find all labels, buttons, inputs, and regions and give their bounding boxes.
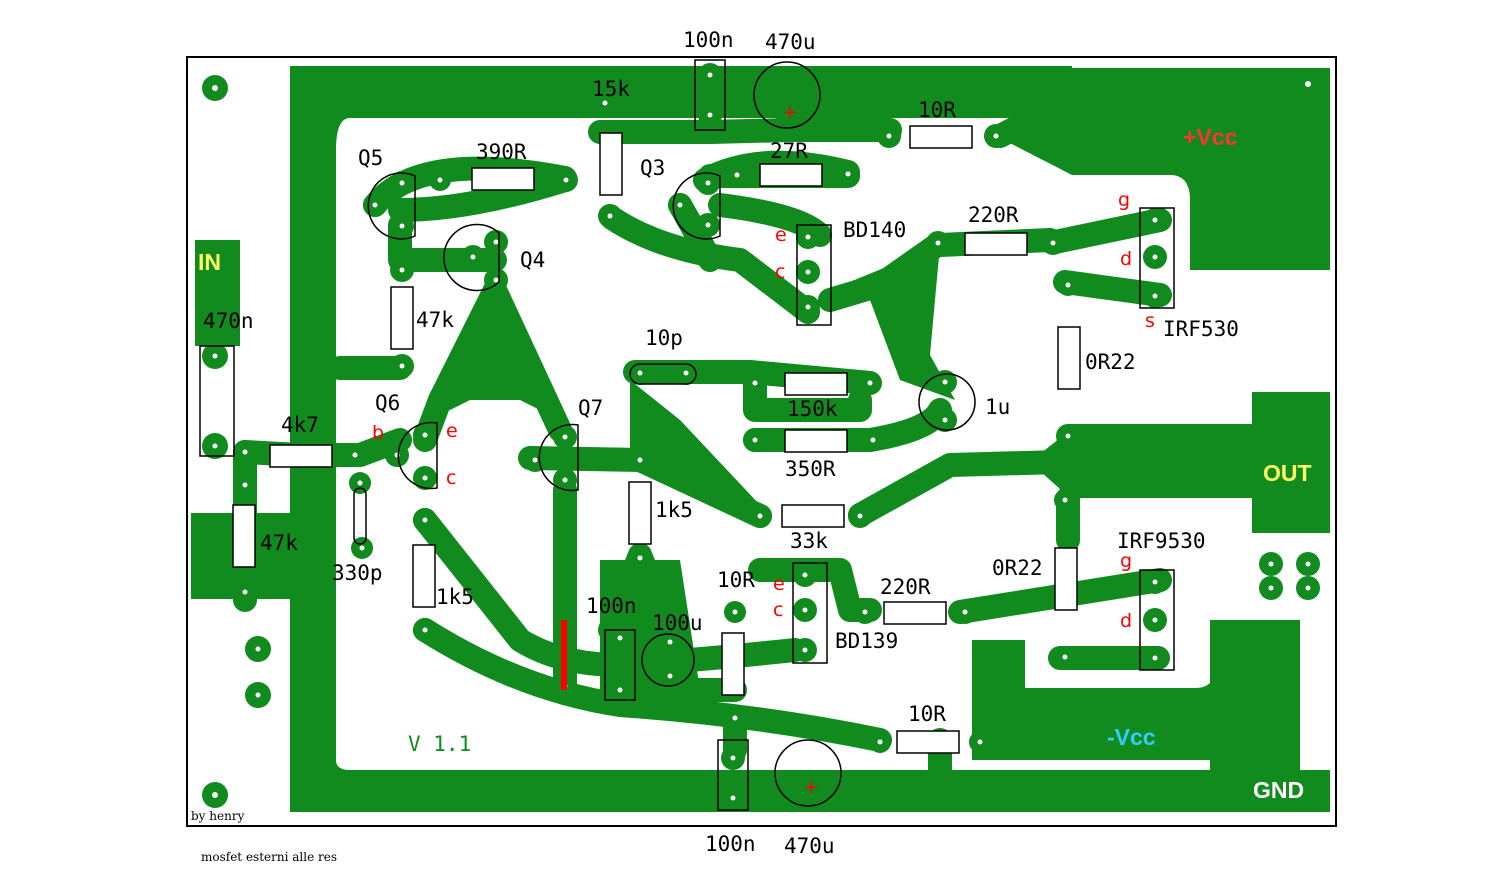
irf9530-d-pin: d [1120,610,1132,632]
irf530-s-pin: s [1145,310,1155,332]
silkscreen-outlines [199,59,1175,811]
irf530-d-pin: d [1120,248,1132,270]
r-220r-top-label: 220R [968,203,1019,227]
bd140-c-pin: c [775,261,785,283]
r-47k-in-label: 47k [260,531,298,555]
r-1k5-mid-label: 1k5 [655,498,693,522]
vcc-neg-region [972,620,1230,760]
polarity-mark-bottom: + [803,776,819,798]
r-1k5-left-label: 1k5 [436,585,474,609]
q6-c-pin: c [446,467,456,489]
q3-label: Q3 [640,156,665,180]
irf9530-g-pin: g [1120,550,1132,572]
jumper-wire [561,620,567,690]
bd139-e-pin: e [773,573,785,595]
r-390r-label: 390R [476,140,527,164]
r-15k-label: 15k [592,77,630,101]
vcc-pos-label: +Vcc [1183,124,1238,150]
c-bot-100n-label: 100n [705,832,756,856]
c-330p-label: 330p [332,561,383,585]
mid-cap-copper [600,560,700,700]
r-33k-label: 33k [790,529,828,553]
c-1u-label: 1u [985,395,1010,419]
version-label: V 1.1 [408,732,471,756]
q6-e-pin: e [446,420,458,442]
r-4k7-label: 4k7 [281,413,319,437]
r-350r-label: 350R [785,457,836,481]
author-label: by henry [191,809,245,823]
bd140-copper [830,245,955,400]
pads [202,63,1321,810]
polarity-mark-top: + [782,101,798,123]
out-label: OUT [1263,460,1312,486]
vcc-neg-label: -Vcc [1107,724,1156,750]
copper-layer [191,66,1330,812]
bd140-label: BD140 [843,218,906,242]
q5-label: Q5 [358,146,383,170]
c-10p-label: 10p [645,326,683,350]
q4-q6-copper [430,285,560,420]
r-0r22-bot-label: 0R22 [992,556,1043,580]
c-100u-label: 100u [652,611,703,635]
in-label: IN [198,249,221,275]
r-150k-label: 150k [787,397,838,421]
c-bot-470u-label: 470u [784,834,835,858]
c-top-100n-label: 100n [683,28,734,52]
note-label: mosfet esterni alle res [201,850,337,864]
q6-label: Q6 [375,391,400,415]
r-27r-label: 27R [770,139,808,163]
c-top-470u-label: 470u [765,30,816,54]
bd140-e-pin: e [775,224,787,246]
bd139-c-pin: c [773,599,783,621]
irf530-label: IRF530 [1163,317,1239,341]
q7-label: Q7 [578,396,603,420]
irf530-g-pin: g [1118,189,1130,211]
bd139-label: BD139 [835,629,898,653]
r-10r-bot-label: 10R [908,702,946,726]
q7-copper [630,380,770,520]
q4-label: Q4 [520,248,545,272]
c-100n-mid-label: 100n [586,594,637,618]
c-470n-label: 470n [203,309,254,333]
r-0r22-top-label: 0R22 [1085,350,1136,374]
q6-b-pin: b [372,422,384,444]
in-pad [195,240,240,346]
r-10r-mid-label: 10R [717,568,755,592]
r-220r-bot-label: 220R [880,575,931,599]
gnd-label: GND [1253,777,1304,803]
r-10r-top-label: 10R [918,98,956,122]
irf9530-label: IRF9530 [1117,529,1206,553]
vcc-pos-region [1000,68,1330,270]
r-47k-mid-label: 47k [416,308,454,332]
